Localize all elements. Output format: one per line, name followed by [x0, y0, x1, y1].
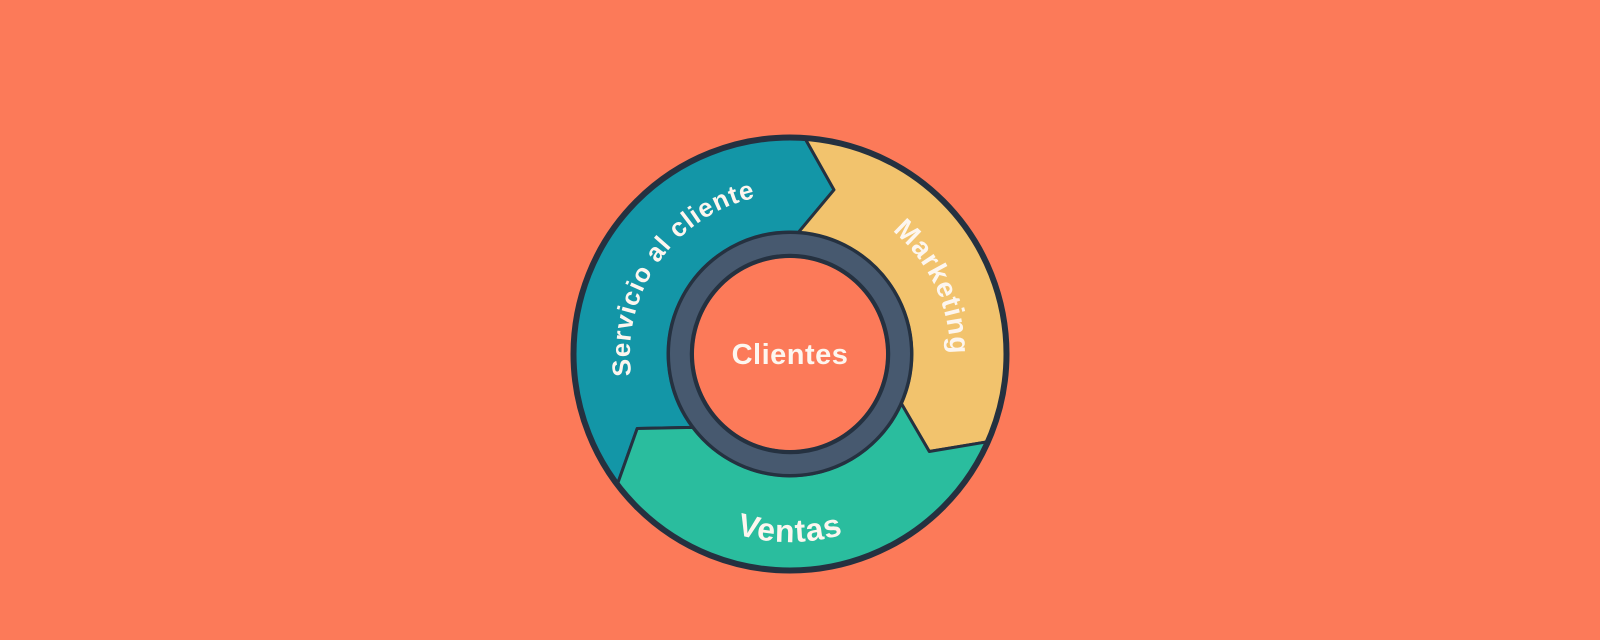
hub-circle [694, 258, 886, 450]
center-label: Clientes [732, 339, 849, 371]
flywheel-diagram: Servicio al cliente Marketing Ventas Cli… [570, 134, 1010, 574]
inner-ring-outer-outline [666, 230, 914, 478]
inner-ring-inner-outline [689, 253, 891, 455]
outer-rim-circle [570, 134, 1010, 574]
inner-ring [670, 234, 910, 474]
